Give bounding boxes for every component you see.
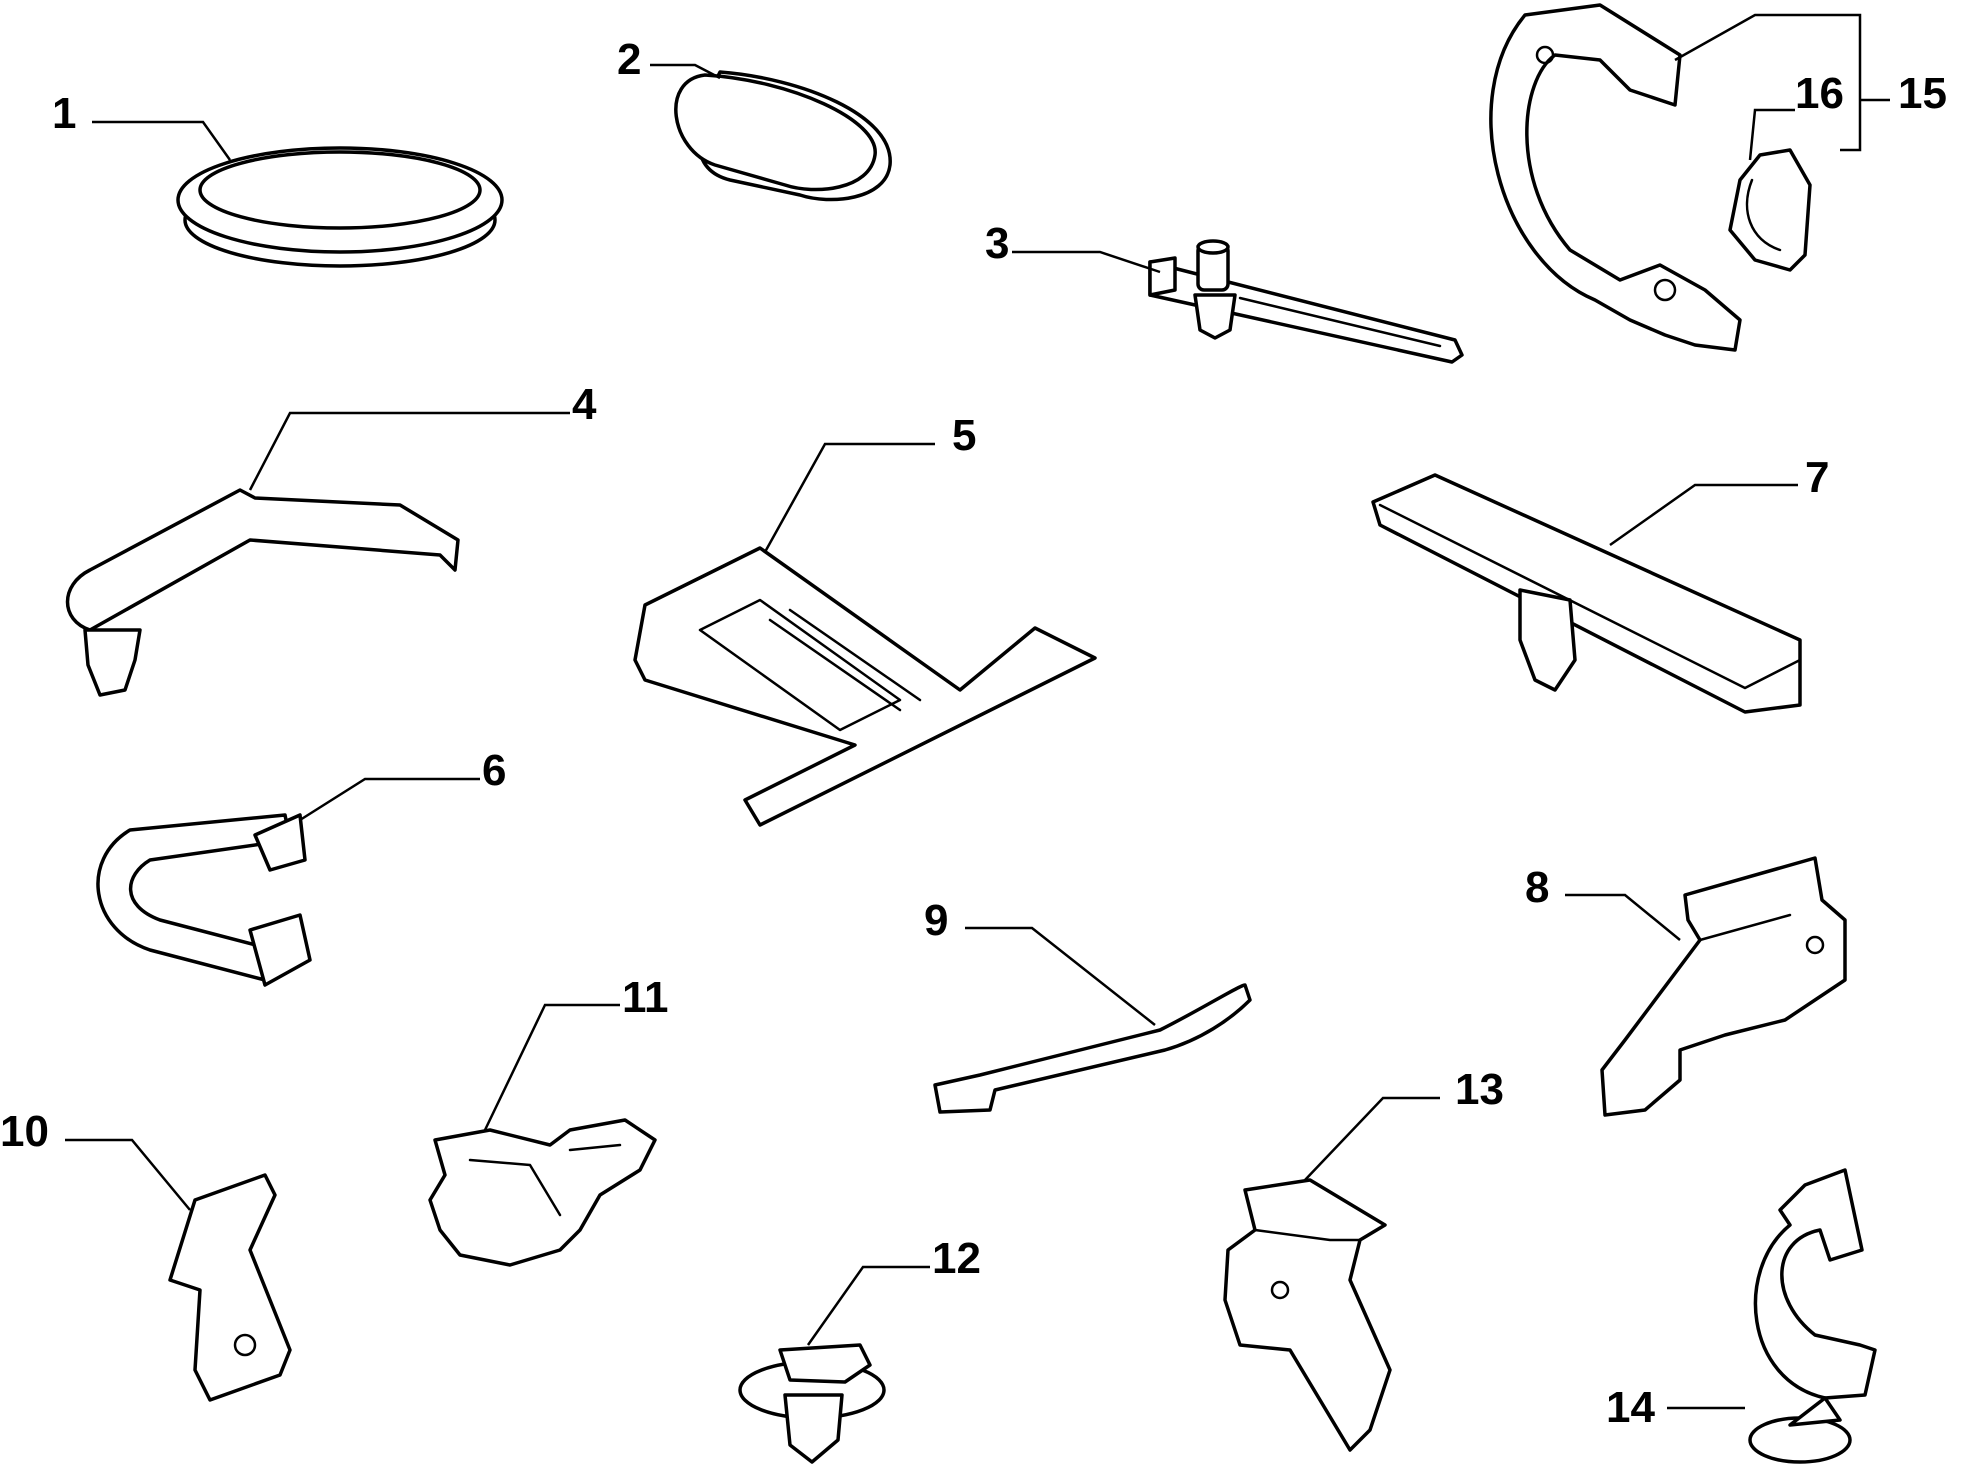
leader-3 [1012,250,1161,274]
leader-6 [299,777,480,822]
callout-10: 10 [0,1107,49,1156]
part-14-loop-clip [1748,1168,1877,1464]
callout-11: 11 [622,973,669,1022]
part-12-push-clip [738,1343,886,1464]
callout-3: 3 [985,219,1009,268]
callout-7: 7 [1805,453,1829,502]
callout-1: 1 [52,89,76,138]
callout-8: 8 [1525,863,1549,912]
part-4-elbow-retainer [65,488,460,697]
part-11-double-clip [428,1118,657,1267]
part-1-oval-grommet [176,146,504,268]
part-10-bent-bracket [168,1173,292,1402]
callout-5: 5 [952,411,976,460]
part-16-small-clip [1728,148,1812,272]
leader-8 [1565,893,1681,941]
leader-2 [650,63,721,80]
leader-7 [1609,483,1798,547]
callout-13: 13 [1455,1065,1504,1114]
leader-15-bracket [1674,13,1862,152]
callout-6: 6 [482,746,506,795]
leader-1 [92,120,232,161]
part-15-curved-holder [1489,3,1742,352]
leader-9 [965,926,1156,1026]
callout-2: 2 [617,35,641,84]
callout-15: 15 [1898,69,1947,118]
part-3-cable-tie-pin [1148,239,1464,364]
part-13-bracket-clip [1223,1178,1392,1452]
part-7-channel-clip [1371,473,1802,714]
part-5-t-base-clip [633,546,1097,827]
leader-11 [483,1003,620,1131]
part-6-spring-band-clip [96,813,312,987]
callout-9: 9 [924,896,948,945]
callout-4: 4 [572,380,597,429]
part-2-oval-plug [674,70,892,202]
leader-13 [1304,1096,1440,1181]
part-9-cable-tie [933,983,1252,1114]
leader-16 [1748,108,1795,161]
leader-10 [65,1138,191,1211]
leader-12 [806,1265,930,1346]
callout-16: 16 [1795,69,1844,118]
part-8-bracket-clip [1600,856,1847,1117]
leader-5 [763,442,935,553]
callout-14: 14 [1606,1383,1655,1432]
callout-12: 12 [932,1234,981,1283]
leader-4 [248,411,570,491]
